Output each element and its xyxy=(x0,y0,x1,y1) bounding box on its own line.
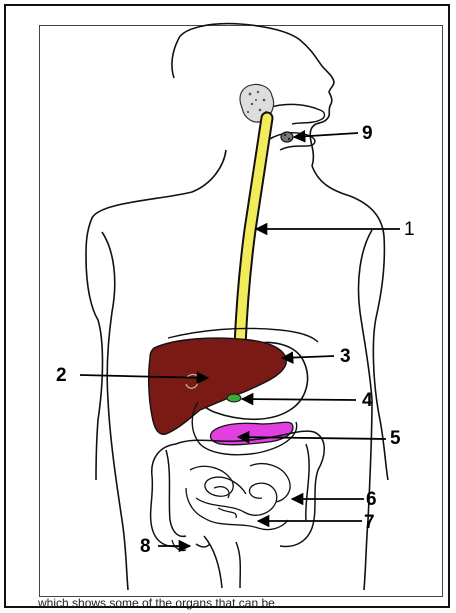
label-6: 6 xyxy=(366,490,377,509)
label-2: 2 xyxy=(56,366,67,385)
label-1: 1 xyxy=(404,220,415,239)
label-5: 5 xyxy=(390,429,401,448)
label-3: 3 xyxy=(340,347,351,366)
label-9: 9 xyxy=(362,124,373,143)
label-4: 4 xyxy=(362,391,373,410)
rectum xyxy=(196,536,240,588)
label-8: 8 xyxy=(140,537,151,556)
label-7: 7 xyxy=(364,513,375,532)
gallbladder xyxy=(227,394,241,402)
small-intestine xyxy=(186,464,290,530)
large-intestine xyxy=(151,431,325,546)
caption-text: which shows some of the organs that can … xyxy=(38,596,448,612)
organ-9 xyxy=(281,132,293,142)
